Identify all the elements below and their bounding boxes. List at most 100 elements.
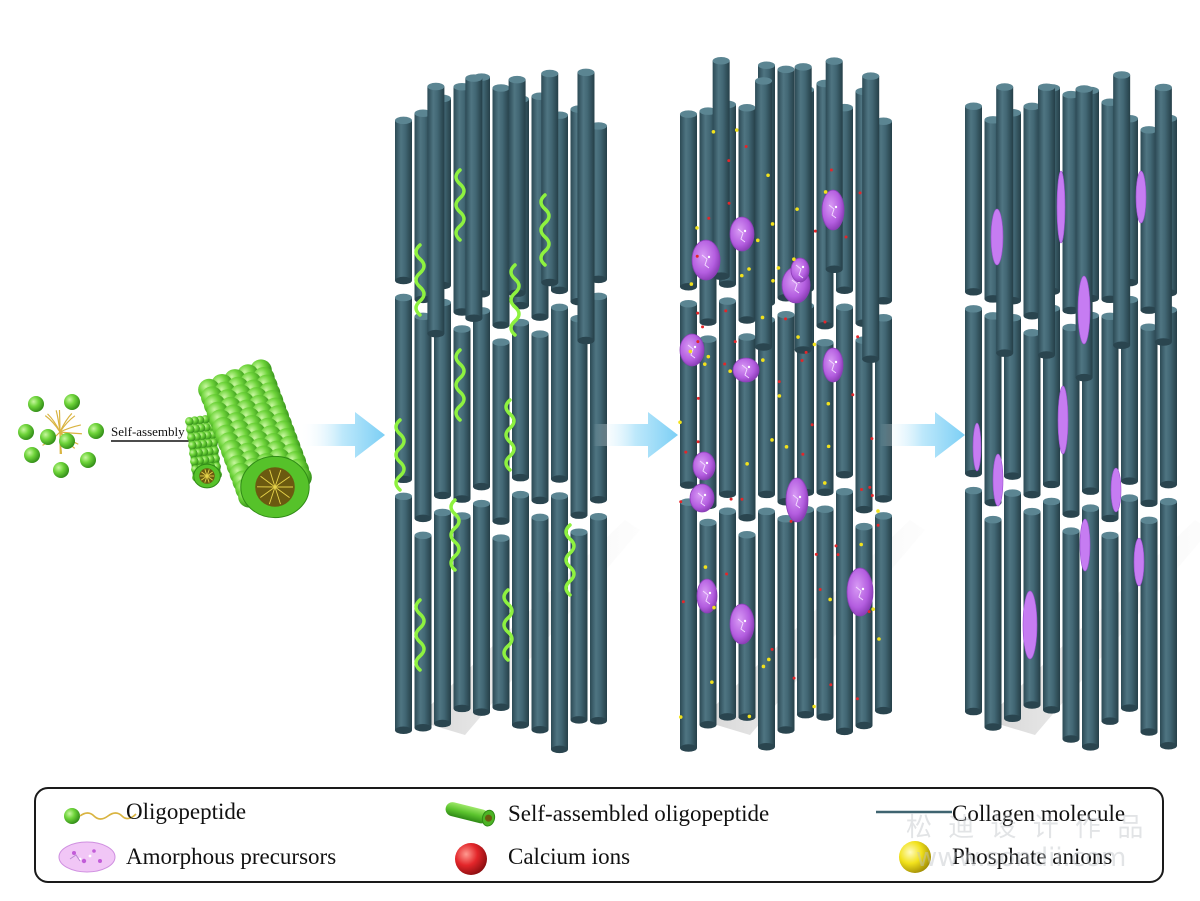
peptide-chain — [47, 413, 61, 433]
collagen-rod-top — [465, 74, 483, 82]
oligopeptide-ball — [53, 462, 69, 478]
collagen-rod-end — [758, 490, 775, 499]
collagen-rod-end — [512, 721, 529, 729]
collagen-rod-end — [1101, 717, 1119, 725]
phosphate-anion — [747, 267, 751, 271]
tube-core-chain — [274, 476, 290, 488]
collagen-rod-end — [531, 313, 549, 321]
amorphous-precursor — [729, 603, 755, 645]
collagen-rod-top — [453, 325, 471, 333]
phosphate-anion — [734, 128, 739, 132]
phosphate-anion — [823, 190, 828, 194]
amorphous-precursor — [692, 451, 716, 481]
oligopeptide-ball — [40, 429, 56, 445]
calcium-ion — [813, 229, 817, 233]
calcium-ion — [681, 600, 685, 604]
collagen-rod-top — [738, 103, 756, 112]
collagen-rod — [855, 340, 873, 510]
collagen-rod-end — [836, 286, 853, 294]
collagen-rod-top — [508, 75, 526, 84]
mineral-platelet — [990, 208, 1004, 266]
collagen-rod — [465, 78, 483, 319]
calcium-ion — [684, 450, 688, 454]
collagen-rod — [816, 509, 834, 718]
calcium-ion — [836, 553, 840, 557]
calcium-ion — [696, 396, 700, 400]
phosphate-anion — [826, 401, 831, 406]
collagen-rod-top — [492, 338, 510, 346]
collagen-rod — [434, 512, 451, 724]
collagen-rod — [855, 526, 873, 726]
legend-oligopeptide: Oligopeptide — [126, 799, 247, 824]
collagen-rod — [492, 87, 510, 326]
collagen-rod-end — [1160, 742, 1177, 750]
collagen-rod-end — [984, 723, 1002, 731]
collagen-rod — [1062, 94, 1080, 311]
collagen-rod-top — [1140, 126, 1158, 134]
collagen-bundle-0 — [395, 68, 607, 754]
calcium-ion — [810, 423, 814, 427]
phosphate-anion — [745, 462, 749, 466]
precursor-dot — [707, 255, 711, 259]
amorphous-precursor — [689, 483, 715, 513]
collagen-rod-top — [531, 330, 549, 338]
mineral-platelet — [972, 422, 982, 472]
collagen-rod-top — [395, 492, 412, 501]
large-assembled-tube — [198, 359, 312, 519]
phosphate-anion — [876, 509, 880, 513]
collagen-rod-end — [680, 283, 697, 291]
collagen-rod-end — [541, 278, 559, 287]
collagen-rod-end — [1113, 341, 1131, 349]
collagen-rod-top — [836, 303, 853, 311]
calcium-ion — [829, 168, 833, 172]
calcium-ion — [868, 485, 872, 489]
collagen-rod — [825, 61, 843, 270]
oligopeptide-strand — [394, 418, 406, 492]
peptide-chain — [59, 415, 76, 433]
collagen-rod-end — [680, 481, 697, 489]
collagen-rod — [531, 517, 549, 730]
collagen-rod-top — [816, 505, 834, 513]
phosphate-anion — [761, 358, 765, 362]
calcium-ion — [829, 683, 833, 687]
collagen-rod-top — [395, 116, 412, 125]
collagen-rod-end — [738, 316, 756, 324]
calcium-ion — [804, 350, 808, 354]
collagen-rod-end — [1062, 306, 1080, 315]
phosphate-anion — [859, 542, 863, 547]
calcium-ion — [701, 325, 705, 329]
collagen-rod-end — [1062, 735, 1080, 743]
collagen-rod-end — [1037, 351, 1055, 359]
collagen-rod — [755, 80, 773, 347]
mineral-platelet — [1057, 385, 1069, 455]
mineral-platelet — [1077, 275, 1091, 345]
phosphate-anion — [678, 715, 683, 719]
collagen-rod — [719, 301, 736, 495]
collagen-rod — [1160, 309, 1177, 485]
phosphate-anion — [747, 714, 752, 719]
phosphate-anion — [792, 257, 796, 262]
collagen-rod-end — [1082, 487, 1099, 495]
collagen-rod-top — [1023, 102, 1041, 111]
collagen-rod-end — [551, 286, 568, 295]
collagen-rod-end — [738, 514, 756, 522]
collagen-rod-top — [794, 63, 812, 71]
oligopeptide-ball — [24, 447, 40, 463]
calcium-ion — [727, 159, 731, 163]
tube-core-chain — [274, 469, 282, 488]
collagen-rod-top — [551, 492, 568, 500]
oligopeptide-strand — [504, 398, 516, 472]
calcium-ion — [860, 488, 864, 492]
collagen-rod-top — [512, 490, 529, 499]
collagen-rod — [590, 516, 607, 721]
phosphate-anion — [678, 420, 682, 425]
calcium-ion-icon — [455, 843, 487, 875]
collagen-rod-top — [492, 534, 510, 542]
collagen-rod-top — [825, 57, 843, 65]
collagen-rod — [699, 339, 717, 506]
collagen-rod — [777, 69, 795, 298]
collagen-rod — [508, 79, 526, 294]
collagen-rod-top — [427, 82, 445, 91]
oligopeptide-strand — [449, 498, 461, 572]
